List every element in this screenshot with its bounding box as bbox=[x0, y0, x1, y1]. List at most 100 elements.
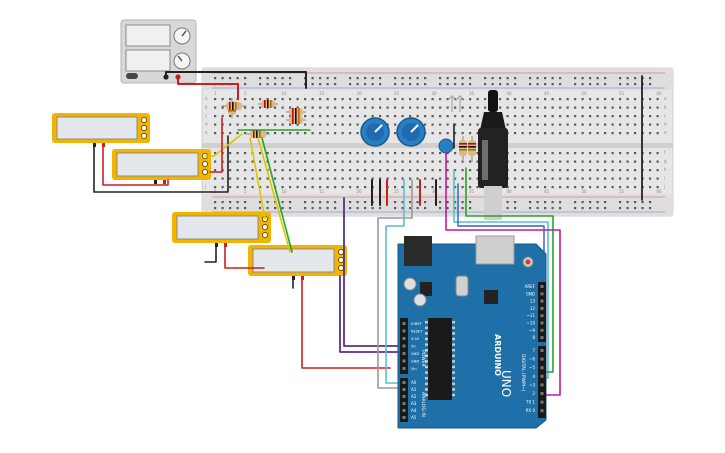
breadboard-hole bbox=[604, 160, 607, 163]
digital-pin-label: 2 bbox=[532, 391, 535, 396]
digital-pin-label: ~3 bbox=[529, 382, 535, 387]
breadboard-hole bbox=[274, 169, 277, 172]
power-supply[interactable] bbox=[120, 19, 197, 84]
breadboard-hole bbox=[641, 207, 644, 210]
header-pin[interactable] bbox=[540, 328, 544, 332]
breadboard-hole bbox=[439, 123, 442, 126]
breadboard-hole bbox=[304, 160, 307, 163]
header-pin[interactable] bbox=[402, 359, 406, 363]
breadboard-hole bbox=[634, 115, 637, 118]
header-pin[interactable] bbox=[540, 366, 544, 370]
wire-mm1-red[interactable] bbox=[102, 145, 169, 186]
wire-magenta-d3[interactable] bbox=[445, 152, 561, 396]
chip-pin bbox=[425, 343, 428, 346]
resistors[interactable] bbox=[222, 98, 476, 162]
breadboard-hole bbox=[559, 123, 562, 126]
header-pin[interactable] bbox=[402, 416, 406, 419]
header-pin[interactable] bbox=[540, 409, 544, 413]
wire-supply-red[interactable] bbox=[177, 76, 239, 100]
breadboard-hole bbox=[589, 132, 592, 135]
header-pin[interactable] bbox=[540, 292, 544, 296]
wire-supply-black[interactable] bbox=[165, 71, 307, 89]
digital-pin-label: TX 1 bbox=[525, 400, 535, 405]
resistor-8[interactable] bbox=[468, 136, 476, 162]
arduino-uno[interactable]: ARDUINO UNO DIGITAL (PWM~) POWER ANALOG … bbox=[397, 235, 547, 429]
wire-mm2-red[interactable] bbox=[209, 117, 223, 173]
header-pin[interactable] bbox=[540, 306, 544, 310]
resistor-6[interactable] bbox=[246, 130, 270, 138]
multimeter-3[interactable] bbox=[172, 212, 271, 247]
wire-mm4-yellow[interactable] bbox=[257, 137, 291, 253]
breadboard-hole bbox=[311, 160, 314, 163]
power-transistor[interactable] bbox=[478, 90, 508, 220]
wire-mm3-yellow[interactable] bbox=[249, 137, 266, 220]
breadboard[interactable]: 1155101015152020252530303535404045455050… bbox=[201, 67, 674, 217]
breadboard-hole bbox=[581, 207, 584, 210]
breadboard-hole bbox=[529, 201, 532, 204]
chip-pin bbox=[452, 343, 455, 346]
header-pin[interactable] bbox=[402, 402, 406, 405]
resistor-4[interactable] bbox=[286, 108, 306, 116]
resistor-5[interactable] bbox=[286, 116, 306, 124]
resistor-3[interactable] bbox=[258, 100, 278, 108]
potentiometer-1[interactable] bbox=[360, 117, 390, 147]
potentiometer-2[interactable] bbox=[396, 117, 426, 147]
header-pin[interactable] bbox=[540, 336, 544, 340]
breadboard-hole bbox=[424, 152, 427, 155]
breadboard-hole bbox=[244, 123, 247, 126]
multimeter-4[interactable] bbox=[248, 245, 347, 280]
header-pin[interactable] bbox=[402, 381, 406, 384]
wire-purple-gnd-2[interactable] bbox=[339, 275, 399, 353]
header-pin[interactable] bbox=[540, 349, 544, 352]
wire-gray-a1[interactable] bbox=[377, 179, 413, 389]
breadboard-hole bbox=[244, 201, 247, 204]
header-pin[interactable] bbox=[402, 329, 406, 333]
header-pin[interactable] bbox=[402, 409, 406, 412]
breadboard-hole bbox=[446, 186, 449, 189]
header-pin[interactable] bbox=[540, 400, 544, 404]
header-pin[interactable] bbox=[540, 374, 544, 378]
header-pin[interactable] bbox=[540, 383, 544, 387]
breadboard-hole bbox=[349, 152, 352, 155]
led[interactable] bbox=[447, 95, 465, 112]
wire-mm1-black[interactable] bbox=[93, 135, 229, 193]
wire-cyan-a0[interactable] bbox=[385, 179, 405, 384]
wire-mm4-green[interactable] bbox=[261, 137, 293, 253]
breadboard-hole bbox=[596, 160, 599, 163]
header-pin[interactable] bbox=[402, 322, 406, 325]
wire-mm2-yellow[interactable] bbox=[204, 133, 243, 157]
breadboard-hole bbox=[214, 77, 217, 80]
header-pin[interactable] bbox=[402, 337, 406, 340]
header-pin[interactable] bbox=[540, 392, 544, 395]
breadboard-hole bbox=[529, 177, 532, 180]
header-pin[interactable] bbox=[402, 395, 406, 398]
breadboard-hole bbox=[491, 77, 494, 80]
multimeter-2[interactable] bbox=[112, 149, 211, 184]
header-pin[interactable] bbox=[540, 314, 544, 318]
wire-green-d6[interactable] bbox=[465, 167, 554, 373]
breadboard-hole bbox=[244, 186, 247, 189]
breadboard-hole bbox=[244, 160, 247, 163]
header-pin[interactable] bbox=[540, 285, 544, 288]
header-pin[interactable] bbox=[540, 321, 544, 325]
breadboard-column-number: 40 bbox=[507, 91, 513, 96]
wire-mm4-red[interactable] bbox=[301, 278, 391, 369]
breadboard-hole bbox=[379, 106, 382, 109]
breadboard-hole bbox=[439, 207, 442, 210]
resistor-2[interactable] bbox=[222, 102, 246, 110]
multimeter-1[interactable] bbox=[52, 113, 150, 147]
breadboard-hole bbox=[356, 83, 359, 86]
resistor-7[interactable] bbox=[459, 136, 467, 162]
wire-mm3-black[interactable] bbox=[204, 245, 217, 263]
header-pin[interactable] bbox=[402, 352, 406, 355]
wire-mm3-red[interactable] bbox=[224, 245, 265, 269]
header-pin[interactable] bbox=[402, 388, 406, 391]
header-pin[interactable] bbox=[540, 299, 544, 303]
potentiometer-3[interactable] bbox=[438, 138, 454, 154]
header-pin[interactable] bbox=[540, 357, 544, 361]
breadboard-hole bbox=[649, 152, 652, 155]
wire-purple-gnd[interactable] bbox=[343, 197, 399, 347]
header-pin[interactable] bbox=[402, 367, 406, 370]
header-pin[interactable] bbox=[402, 344, 406, 348]
